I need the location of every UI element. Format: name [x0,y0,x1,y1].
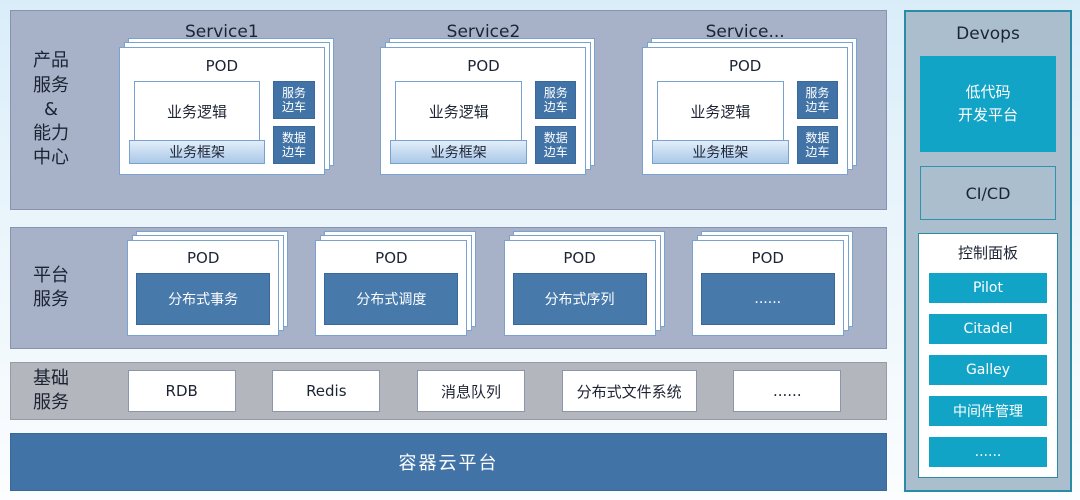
pod-card: POD 分布式事务 [127,240,280,336]
band-products-services: 产品 服务 & 能力 中心 Service1 POD 业务逻辑 业务框架 [10,10,887,210]
pod-stack: POD ...... [691,240,844,336]
pod-card: POD 业务逻辑 业务框架 服务 边车 数据 边车 [118,47,325,175]
business-logic-box: 业务逻辑 [395,81,522,141]
platform-pods: POD 分布式事务 POD 分布式调度 POD 分布式序列 [91,228,886,348]
logic-column: 业务逻辑 业务框架 [390,81,527,164]
more-services-box: ...... [700,273,835,325]
infra-items: RDB Redis 消息队列 分布式文件系统 ...... [91,363,886,419]
band-infra-services: 基础 服务 RDB Redis 消息队列 分布式文件系统 ...... [10,362,887,420]
data-sidecar-box: 数据 边车 [534,126,577,164]
service-sidecar-box: 服务 边车 [273,81,315,119]
service-title: Service2 [446,22,521,42]
distributed-sequence-box: 分布式序列 [512,273,647,325]
logic-column: 业务逻辑 业务框架 [128,81,266,164]
distributed-scheduling-box: 分布式调度 [324,273,459,325]
control-panel-title: 控制面板 [957,244,1018,262]
band-label-products: 产品 服务 & 能力 中心 [33,50,69,169]
cicd-box: CI/CD [920,166,1056,220]
pod-body: 业务逻辑 业务框架 服务 边车 数据 边车 [128,81,315,164]
infra-box-redis: Redis [272,370,381,412]
container-cloud-platform-bar: 容器云平台 [10,433,887,491]
pod-stack: POD 分布式事务 [127,240,280,336]
control-panel-item-galley: Galley [929,355,1047,385]
pod-card: POD 分布式调度 [315,240,468,336]
pod-title: POD [205,57,239,75]
distributed-transaction-box: 分布式事务 [136,273,271,325]
control-panel-item-pilot: Pilot [929,273,1047,303]
data-sidecar-box: 数据 边车 [796,126,839,164]
pod-stack: POD 业务逻辑 业务框架 服务 边车 数据 边车 [118,47,325,175]
business-logic-box: 业务逻辑 [133,81,261,141]
pod-card: POD 分布式序列 [503,240,656,336]
pod-card: POD ...... [691,240,844,336]
business-framework-bar: 业务框架 [128,140,266,164]
sidecars: 服务 边车 数据 边车 [796,81,839,164]
pod-stack: POD 业务逻辑 业务框架 服务 边车 数据 边车 [380,47,587,175]
band-label-platform: 平台 服务 [33,264,69,310]
business-framework-bar: 业务框架 [390,140,527,164]
logic-column: 业务逻辑 业务框架 [652,81,789,164]
pod-title: POD [728,57,762,75]
control-panel-item-middleware: 中间件管理 [929,396,1047,426]
business-framework-bar: 业务框架 [652,140,789,164]
pod-title: POD [751,249,784,267]
sidecars: 服务 边车 数据 边车 [273,81,315,164]
band-platform-services: 平台 服务 POD 分布式事务 POD 分布式调度 POD [10,227,887,349]
service-sidecar-box: 服务 边车 [534,81,577,119]
pod-title: POD [563,249,596,267]
service-group-2: Service2 POD 业务逻辑 业务框架 服务 边车 [380,17,587,209]
devops-title: Devops [956,24,1020,44]
pod-title: POD [375,249,408,267]
infra-box-more: ...... [733,370,842,412]
infra-box-rdb: RDB [127,370,236,412]
sidecars: 服务 边车 数据 边车 [534,81,577,164]
lowcode-platform-box: 低代码 开发平台 [920,56,1056,152]
pod-card: POD 业务逻辑 业务框架 服务 边车 数据 边车 [380,47,587,175]
pod-stack: POD 业务逻辑 业务框架 服务 边车 数据 边车 [642,47,849,175]
infra-box-message-queue: 消息队列 [416,370,525,412]
service-title: Service... [705,22,785,42]
band-label-infra: 基础 服务 [33,367,69,413]
service-group-3: Service... POD 业务逻辑 业务框架 服务 边车 [642,17,849,209]
control-panel-item-citadel: Citadel [929,314,1047,344]
pod-title: POD [467,57,500,75]
business-logic-box: 业务逻辑 [657,81,784,141]
service-sidecar-box: 服务 边车 [796,81,839,119]
pod-title: POD [186,249,220,267]
pod-body: 业务逻辑 业务框架 服务 边车 数据 边车 [390,81,577,164]
service-groups: Service1 POD 业务逻辑 业务框架 服务 边车 [91,11,886,209]
control-panel-item-more: ...... [929,437,1047,467]
control-panel: 控制面板 Pilot Citadel Galley 中间件管理 ...... [918,233,1058,478]
service-title: Service1 [185,22,259,42]
service-group-1: Service1 POD 业务逻辑 业务框架 服务 边车 [118,17,325,209]
pod-stack: POD 分布式序列 [503,240,656,336]
infra-box-distributed-fs: 分布式文件系统 [561,370,697,412]
main-column: 产品 服务 & 能力 中心 Service1 POD 业务逻辑 业务框架 [10,10,887,492]
data-sidecar-box: 数据 边车 [273,126,315,164]
pod-body: 业务逻辑 业务框架 服务 边车 数据 边车 [652,81,839,164]
pod-card: POD 业务逻辑 业务框架 服务 边车 数据 边车 [642,47,849,175]
pod-stack: POD 分布式调度 [315,240,468,336]
devops-sidebar: Devops 低代码 开发平台 CI/CD 控制面板 Pilot Citadel… [904,10,1072,492]
